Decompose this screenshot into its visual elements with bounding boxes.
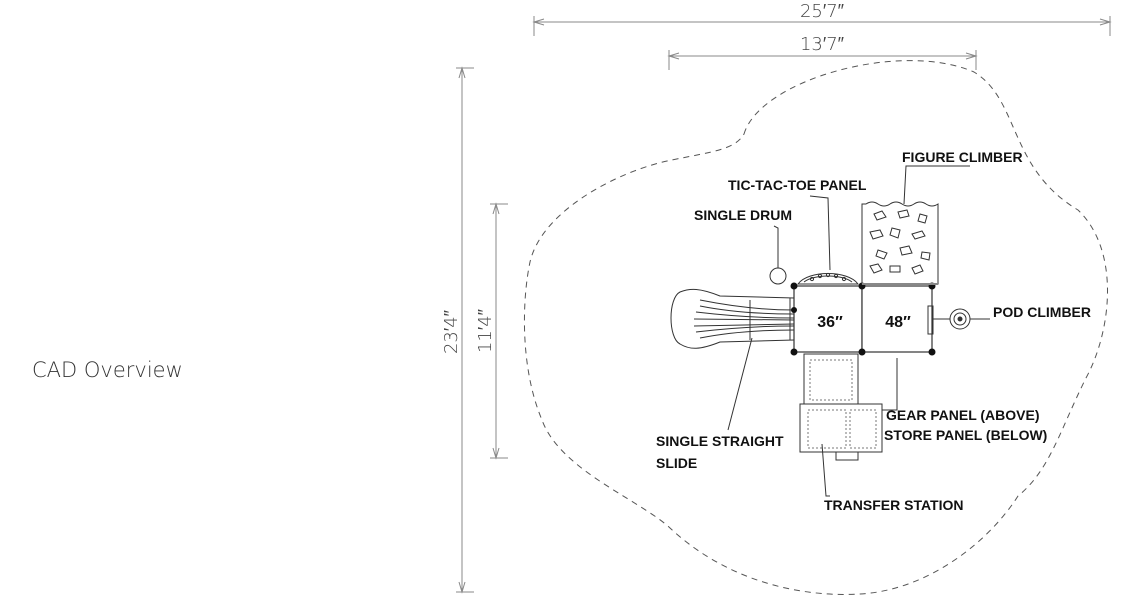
dimension-overall-width: [532, 16, 1112, 36]
overall-width-label: 25′7″: [800, 1, 845, 22]
use-zone-boundary: [523, 60, 1108, 595]
deck-posts: [790, 282, 936, 356]
overall-depth-label: 23′4″: [441, 309, 462, 354]
label-slide-line2: SLIDE: [656, 455, 697, 471]
deck-48: [861, 285, 933, 353]
label-single-drum: SINGLE DRUM: [694, 207, 792, 223]
label-transfer-station: TRANSFER STATION: [824, 497, 963, 513]
pod-climber: [927, 305, 971, 335]
label-slide-line1: SINGLE STRAIGHT: [656, 433, 784, 449]
transfer-station: [799, 353, 883, 461]
deck-36-label: 36″: [817, 314, 843, 331]
label-figure-climber: FIGURE CLIMBER: [902, 149, 1023, 165]
single-straight-slide: [670, 288, 795, 349]
dimension-overall-depth: [456, 66, 474, 594]
single-drum: [769, 267, 787, 285]
leader-lines: [727, 165, 990, 497]
deck-48-label: 48″: [885, 314, 911, 331]
label-gear-panel: GEAR PANEL (ABOVE): [886, 407, 1040, 423]
label-pod-climber: POD CLIMBER: [993, 304, 1091, 320]
figure-climber: [861, 201, 939, 285]
structure-depth-label: 11′4″: [475, 308, 496, 353]
tic-tac-toe-panel: [797, 272, 859, 285]
structure-width-label: 13′7″: [800, 34, 845, 55]
label-tic-tac-toe-panel: TIC-TAC-TOE PANEL: [728, 177, 867, 193]
deck-36: [793, 285, 863, 353]
dimension-structure-depth: [490, 202, 508, 460]
dimension-structure-width: [667, 50, 978, 70]
label-store-panel: STORE PANEL (BELOW): [884, 427, 1047, 443]
page-title: CAD Overview: [32, 358, 183, 382]
